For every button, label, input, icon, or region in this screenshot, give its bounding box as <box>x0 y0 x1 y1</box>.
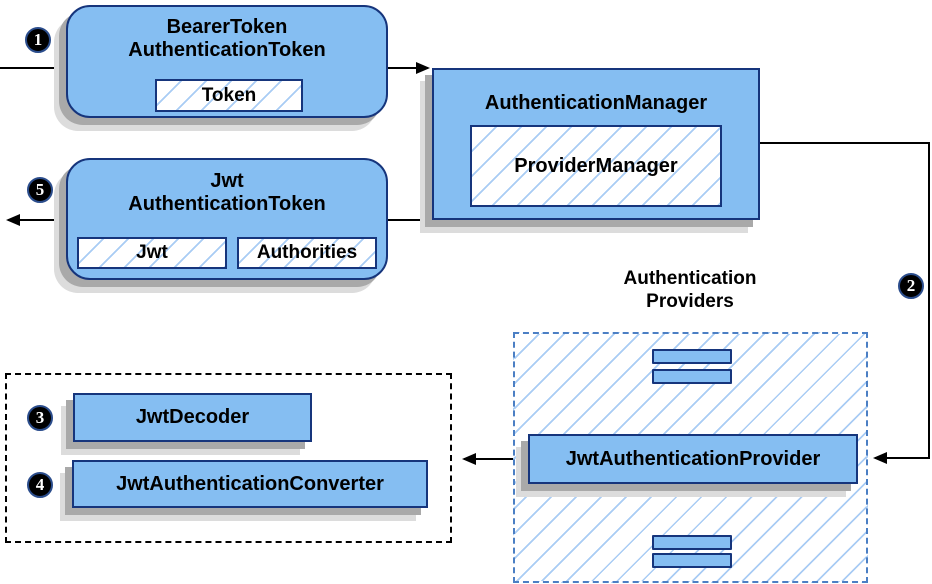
jwt-member-box: Jwt <box>77 237 227 269</box>
node-title: BearerToken AuthenticationToken <box>68 7 386 62</box>
label-line1: Authentication <box>623 268 757 289</box>
node-title: AuthenticationManager <box>484 92 708 114</box>
provider-list-bar <box>652 349 732 364</box>
step-1-badge: 1 <box>25 27 51 53</box>
node-title-line2: AuthenticationToken <box>128 193 326 215</box>
step-4-badge: 4 <box>27 472 53 498</box>
provider-manager-member-box: ProviderManager <box>470 125 722 207</box>
jwt-decoder-node: JwtDecoder <box>73 393 312 442</box>
jwt-authentication-token-node: Jwt AuthenticationToken Jwt Authorities <box>66 158 388 280</box>
provider-list-bar <box>652 553 732 568</box>
authentication-providers-label: Authentication Providers <box>565 267 815 313</box>
node-title: Jwt AuthenticationToken <box>68 160 386 216</box>
provider-list-bar <box>652 535 732 550</box>
authentication-manager-node: AuthenticationManager ProviderManager <box>432 68 760 220</box>
node-title-line1: Jwt <box>210 170 244 192</box>
node-title-line2: AuthenticationToken <box>128 39 326 61</box>
label-line2: Providers <box>646 291 734 312</box>
provider-list-bar <box>652 369 732 384</box>
jwt-decoder-converter-group <box>5 373 452 543</box>
bearer-token-authentication-token-node: BearerToken AuthenticationToken Token <box>66 5 388 118</box>
jwt-authentication-provider-node: JwtAuthenticationProvider <box>528 434 858 484</box>
step-2-badge: 2 <box>898 273 924 299</box>
step-5-badge: 5 <box>27 177 53 203</box>
node-title-line1: BearerToken <box>166 16 288 38</box>
step-3-badge: 3 <box>27 405 53 431</box>
jwt-authentication-converter-node: JwtAuthenticationConverter <box>72 460 428 508</box>
authorities-member-box: Authorities <box>237 237 377 269</box>
token-member-box: Token <box>155 79 303 112</box>
